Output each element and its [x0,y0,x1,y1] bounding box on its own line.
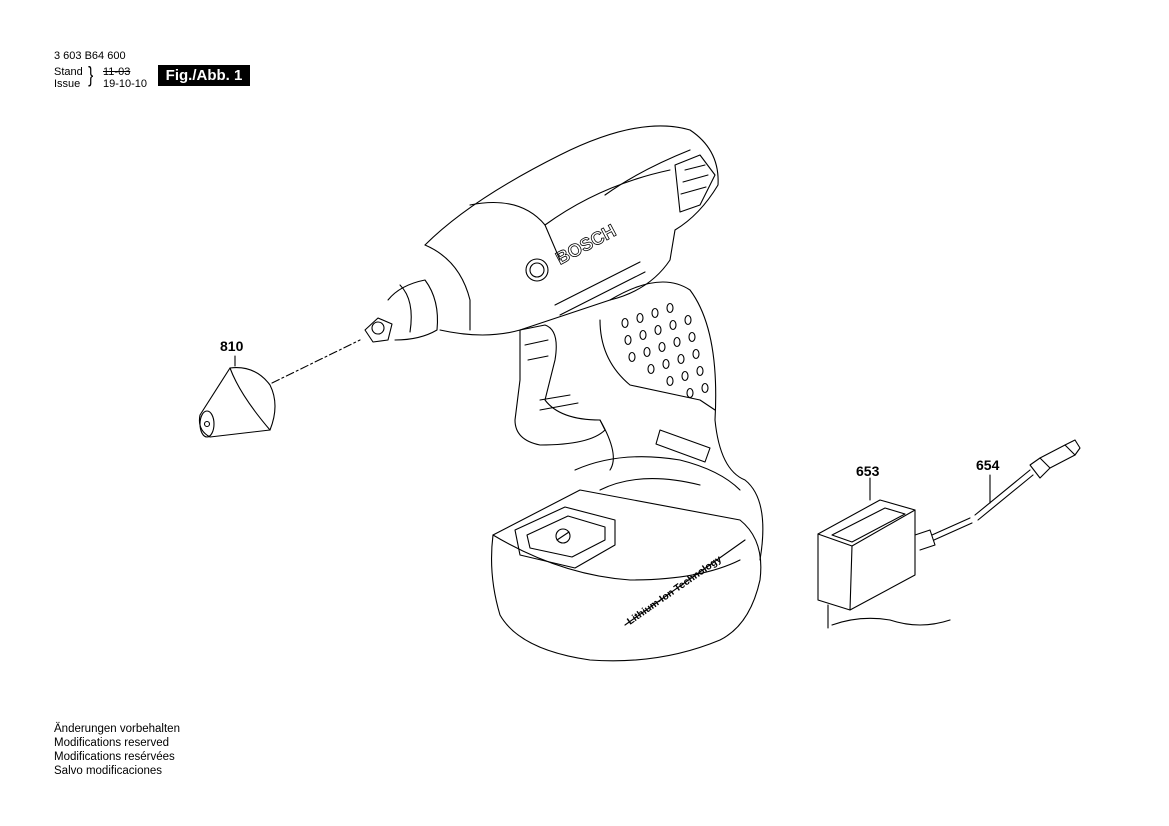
new-date: 19-10-10 [103,78,148,90]
footer-line: Änderungen vorbehalten [54,723,180,735]
stand-label: Stand [54,66,83,78]
glue-gun [364,125,764,662]
cable-part [931,439,1081,541]
issue-label: Issue [54,78,81,90]
footer-line: Modifications resérvées [54,751,175,763]
figure-label: Fig./Abb. 1 [158,65,250,86]
footer-line: Salvo modificaciones [54,765,163,777]
part-number: 3 603 B64 600 [54,50,126,62]
footer-notes: Änderungen vorbehalten Modifications res… [54,722,180,778]
part-label-653: 653 [856,463,880,479]
part-label-810: 810 [220,338,244,354]
old-date: 11-03 [103,66,131,78]
charger-part [817,477,951,629]
part-label-654: 654 [976,457,1000,473]
footer-line: Modifications reserved [54,737,170,749]
brand-text: BOSCH [552,220,619,268]
battery-text: Lithium-Ion Technology [625,554,724,628]
brace-icon: } [88,62,94,87]
nozzle-part [198,355,276,438]
